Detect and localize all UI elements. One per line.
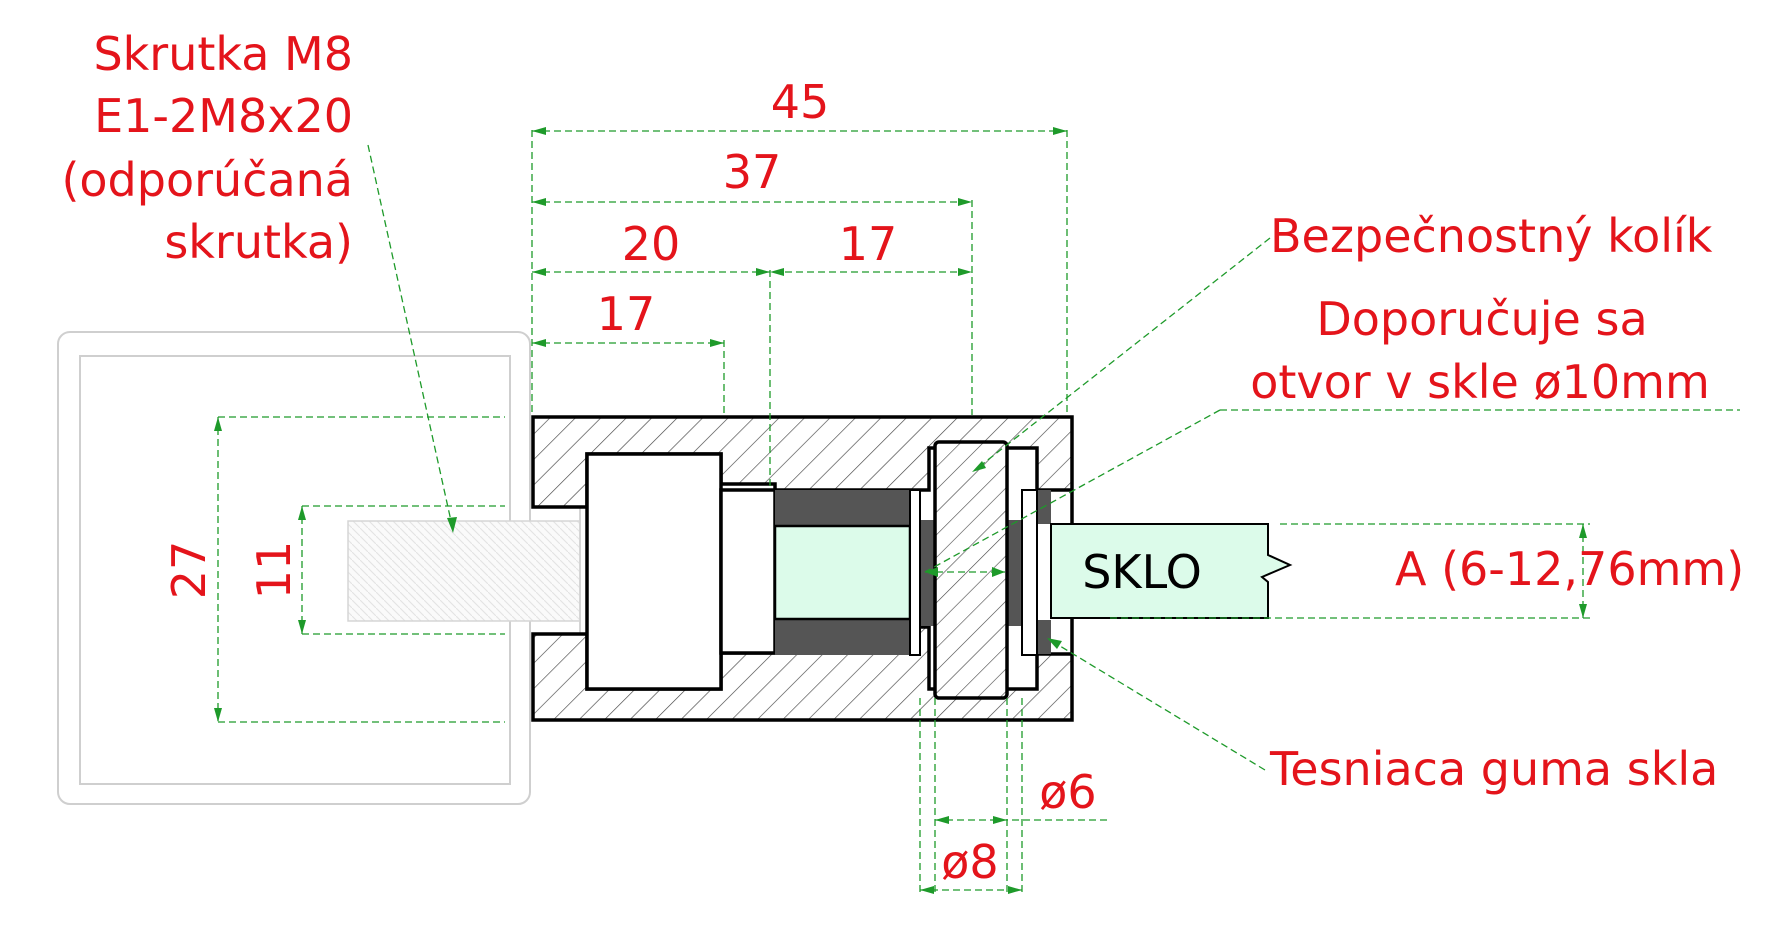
screw-label-line1: Skrutka M8	[93, 27, 353, 81]
dim-dia-6: ø6	[1039, 765, 1096, 819]
screw-label: Skrutka M8 E1-2M8x20 (odporúčaná skrutka…	[61, 27, 353, 269]
dimension-lines	[214, 127, 1590, 894]
bore-cavity	[719, 488, 777, 655]
glass-label: SKLO	[1082, 545, 1202, 599]
recommend-label-line2: otvor v skle ø10mm	[1250, 355, 1710, 409]
thickness-label: A (6-12,76mm)	[1395, 542, 1744, 596]
leader-lines	[367, 144, 1740, 771]
gasket-pieces	[909, 489, 1051, 656]
dim-37: 37	[723, 145, 782, 199]
screw-label-line3: (odporúčaná	[61, 153, 353, 207]
screw-head-cavity	[585, 452, 723, 691]
dim-11: 11	[247, 541, 301, 600]
screw-label-line4: skrutka)	[164, 215, 353, 269]
dim-dia-8: ø8	[941, 835, 998, 889]
dim-17-lower: 17	[597, 287, 656, 341]
recommend-label-line1: Doporučuje sa	[1316, 292, 1647, 346]
screw-label-line2: E1-2M8x20	[94, 89, 353, 143]
dim-20: 20	[622, 217, 681, 271]
dim-17-upper: 17	[839, 217, 898, 271]
safety-pin-label: Bezpečnostný kolík	[1270, 209, 1713, 263]
rubber-bushing	[773, 490, 912, 655]
ghost-screw	[347, 488, 662, 654]
dim-45: 45	[771, 75, 830, 129]
dim-27: 27	[162, 541, 216, 600]
gasket-label: Tesniaca guma skla	[1269, 742, 1718, 796]
